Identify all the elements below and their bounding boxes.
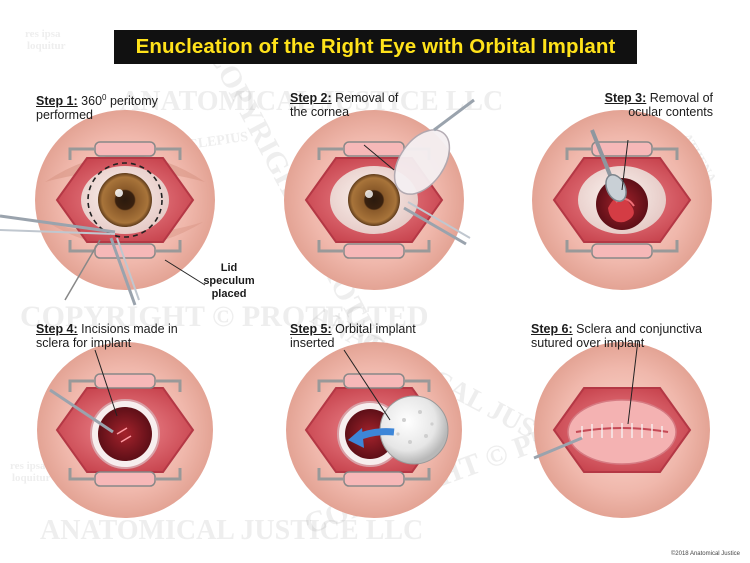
step-3-label: Step 3: Removal of ocular contents <box>605 91 713 119</box>
panel-step-6 <box>533 339 710 518</box>
step-1-line1: 360 <box>81 94 103 109</box>
step-2-line2: the cornea <box>290 105 350 119</box>
step-1-degree: 0 <box>102 93 107 102</box>
step-2-line1: Removal of <box>331 91 399 105</box>
panel-step-4 <box>37 342 213 518</box>
step-4-label: Step 4: Incisions made in sclera for imp… <box>36 322 178 350</box>
step-6-prefix: Step 6: <box>531 322 573 336</box>
step-5-prefix: Step 5: <box>290 322 332 336</box>
step-1-line1-rest: peritomy <box>106 94 158 109</box>
lid-label-line3: placed <box>211 288 247 300</box>
step-5-line2: inserted <box>290 336 335 350</box>
step-5-label: Step 5: Orbital implant inserted <box>290 322 416 350</box>
panel-step-3 <box>532 110 712 290</box>
step-1-prefix: Step 1: <box>36 94 78 109</box>
step-3-line1: Removal of <box>646 91 713 105</box>
step-6-line2: sutured over implant <box>531 336 645 350</box>
step-2-prefix: Step 2: <box>290 91 332 105</box>
step-4-line2: sclera for implant <box>36 336 132 350</box>
step-5-line1: Orbital implant <box>331 322 416 336</box>
step-6-label: Step 6: Sclera and conjunctiva sutured o… <box>531 322 702 350</box>
step-1-label: Step 1: 3600 peritomy performed <box>36 91 158 122</box>
step-3-prefix: Step 3: <box>604 91 647 105</box>
page-title: Enucleation of the Right Eye with Orbita… <box>135 35 616 58</box>
panel-step-2 <box>284 98 475 290</box>
step-6-line1: Sclera and conjunctiva <box>572 322 702 336</box>
step-1-line2: performed <box>36 108 93 123</box>
step-2-label: Step 2: Removal of the cornea <box>290 91 398 119</box>
step-4-prefix: Step 4: <box>36 322 78 336</box>
step-3-line2: ocular contents <box>628 105 713 119</box>
lid-label-line2: speculum <box>203 275 255 287</box>
lid-speculum-label: Lid speculum placed <box>202 262 256 301</box>
lid-label-line1: Lid <box>220 262 238 274</box>
title-bar: Enucleation of the Right Eye with Orbita… <box>114 30 637 64</box>
copyright-notice: ©2018 Anatomical Justice <box>670 551 740 557</box>
panel-step-1 <box>0 110 215 306</box>
step-4-line1: Incisions made in <box>77 322 178 336</box>
panel-step-5 <box>286 342 462 518</box>
